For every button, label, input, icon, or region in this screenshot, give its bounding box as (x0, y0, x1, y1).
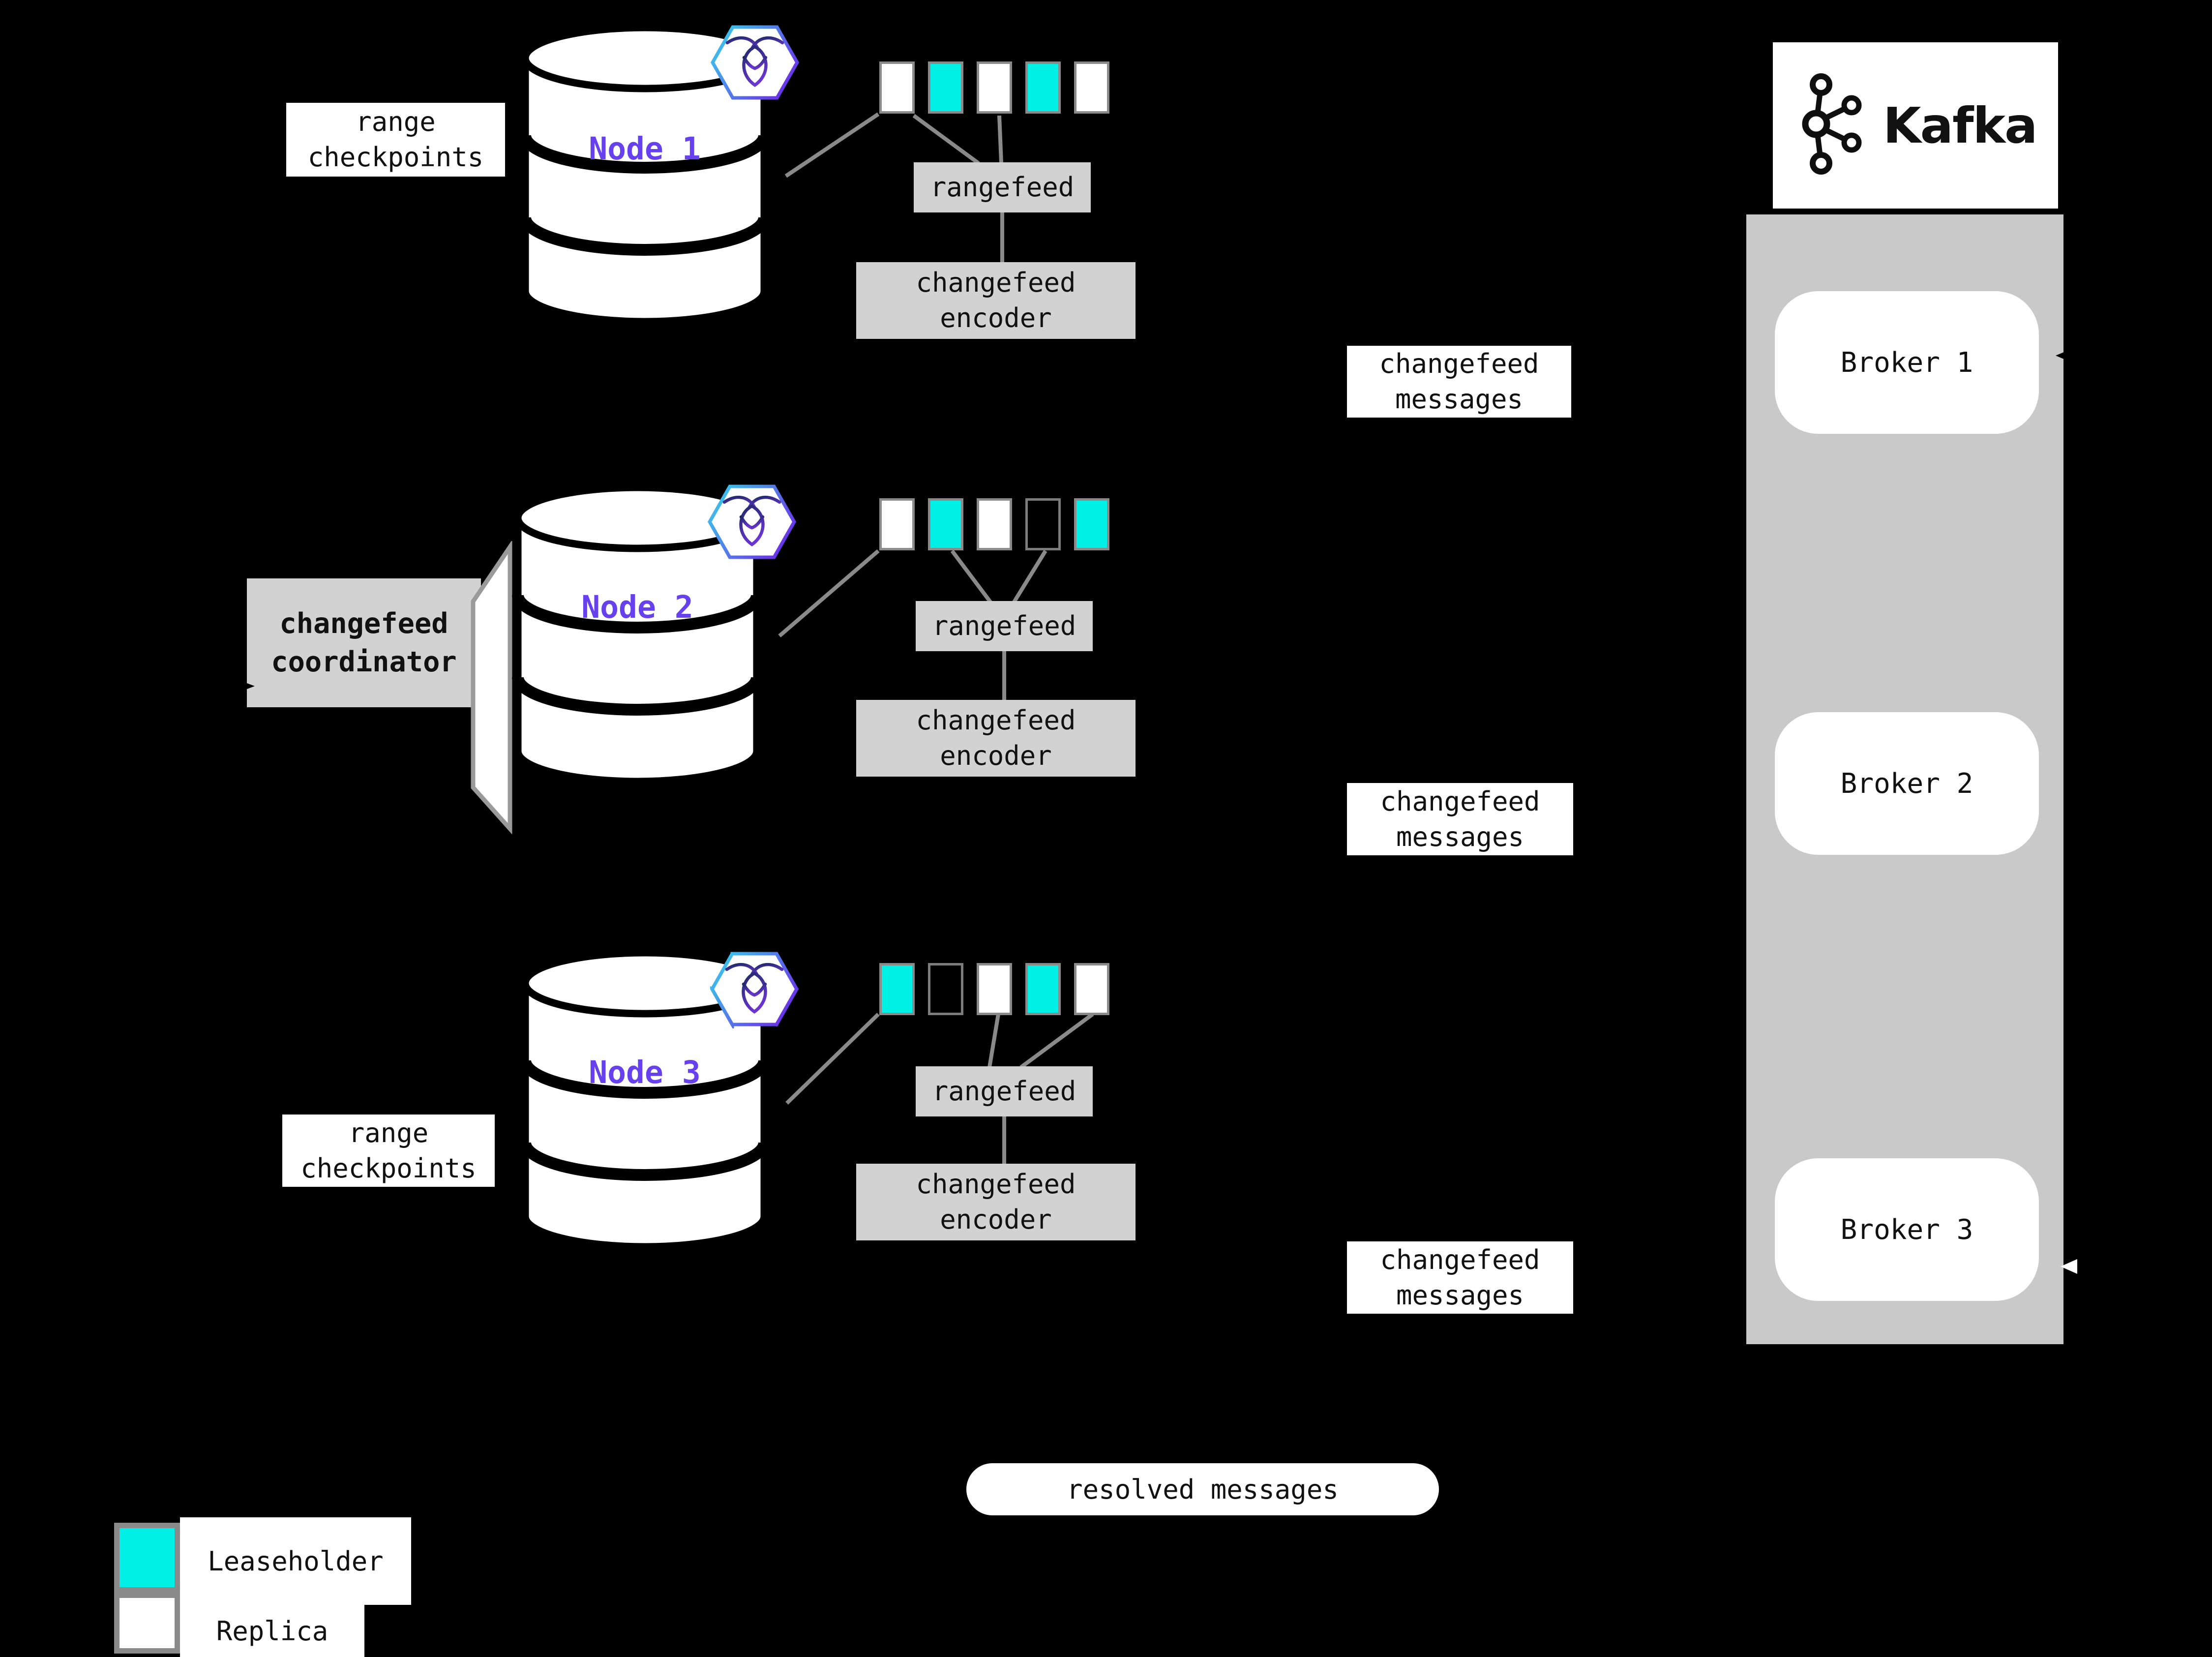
range-square (1074, 963, 1109, 1015)
range-checkpoints-label-bottom: range checkpoints (282, 1115, 495, 1187)
kafka-wordmark: Kafka (1883, 96, 2037, 154)
range-square (879, 61, 915, 114)
kafka-broker-3: Broker 3 (1775, 1158, 2039, 1301)
node3-label: Node 3 (589, 1054, 701, 1090)
changefeed-messages-label-3: changefeed messages (1347, 1241, 1573, 1314)
range-checkpoints-label-top: range checkpoints (286, 103, 505, 177)
legend-leaseholder-swatch (114, 1523, 180, 1593)
changefeed-messages-label-2: changefeed messages (1347, 783, 1573, 855)
resolved-messages-pill: resolved messages (966, 1463, 1439, 1515)
node2-changefeed-encoder-box: changefeed encoder (856, 700, 1136, 777)
range-square (977, 963, 1012, 1015)
range-square (1025, 61, 1061, 114)
range-square (1074, 61, 1109, 114)
node2-cylinder (512, 483, 763, 785)
node1-cylinder (519, 24, 770, 326)
kafka-broker-2: Broker 2 (1775, 712, 2039, 855)
cockroachdb-hexagon-icon (710, 952, 799, 1028)
legend-replica-label: Replica (180, 1605, 364, 1657)
range-square (928, 963, 963, 1015)
kafka-logo-icon (1802, 73, 1862, 175)
node1-rangefeed-box: rangefeed (914, 162, 1091, 212)
cockroachdb-hexagon-icon (711, 25, 799, 100)
coordinator-flag-panel (471, 541, 512, 835)
arrowhead-into-coordinator (234, 678, 255, 694)
range-square (928, 498, 963, 550)
changefeed-coordinator-label: changefeed coordinator (247, 578, 481, 707)
range-square (977, 61, 1012, 114)
arrowhead-into-broker3 (2061, 1259, 2077, 1274)
range-square (928, 61, 963, 114)
range-square (977, 498, 1012, 550)
node1-changefeed-encoder-box: changefeed encoder (856, 262, 1136, 339)
range-square (879, 498, 915, 550)
arrowhead-into-broker1 (2056, 346, 2079, 365)
node3-cylinder (519, 949, 770, 1251)
range-square (1074, 498, 1109, 550)
legend-leaseholder-label: Leaseholder (180, 1517, 411, 1605)
kafka-logo-box: Kafka (1773, 42, 2058, 209)
node2-label: Node 2 (581, 589, 693, 625)
node3-changefeed-encoder-box: changefeed encoder (856, 1164, 1136, 1240)
changefeed-messages-label-1: changefeed messages (1347, 346, 1571, 418)
range-square (1025, 963, 1061, 1015)
node1-label: Node 1 (589, 131, 701, 167)
node2-rangefeed-box: rangefeed (916, 601, 1093, 651)
kafka-cluster-container: Broker 1 Broker 2 Broker 3 (1746, 214, 2063, 1344)
range-square (1025, 498, 1061, 550)
kafka-broker-1: Broker 1 (1775, 291, 2039, 434)
legend-replica-swatch (114, 1593, 180, 1654)
cockroachdb-hexagon-icon (708, 484, 796, 559)
range-square (879, 963, 915, 1015)
node3-rangefeed-box: rangefeed (916, 1066, 1093, 1116)
